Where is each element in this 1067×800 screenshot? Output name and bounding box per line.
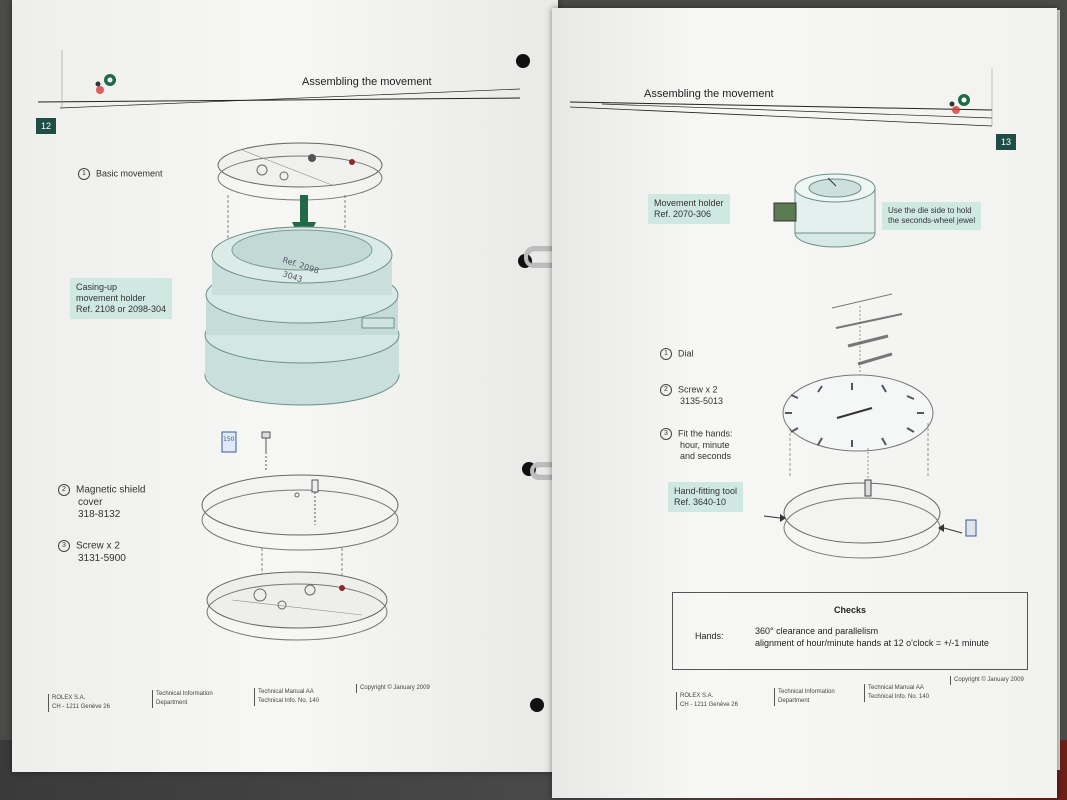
checks-line: 360° clearance and parallelism: [755, 626, 879, 636]
left-page-title: Assembling the movement: [302, 76, 432, 88]
step-line: Screw x 2: [76, 540, 120, 552]
right-page-title: Assembling the movement: [644, 88, 774, 100]
footer-line: ROLEX S.A.: [680, 693, 714, 699]
footer-copyright: Copyright © January 2009: [950, 676, 1024, 685]
left-step-3: 3 Screw x 2 3131-5900: [58, 540, 126, 565]
footer-company: ROLEX S.A. CH - 1211 Genève 26: [676, 692, 738, 710]
step-line: 3135-5013: [680, 396, 724, 406]
footer-line: Technical Manual AA: [258, 689, 314, 695]
tool-line: Hand-fitting tool: [674, 486, 738, 496]
left-page-drawings: Ref. 2098 3043 150: [37, 50, 521, 641]
footer-department: Technical Information Department: [774, 688, 835, 706]
step-line: 318-8132: [78, 508, 121, 520]
right-step-2: 2 Screw x 2 3135-5013: [660, 384, 723, 407]
binder-hole: [516, 54, 530, 68]
checks-label: Hands:: [695, 631, 724, 641]
hand-fitting-tool-label: Hand-fitting tool Ref. 3640-10: [668, 482, 744, 512]
footer-manual: Technical Manual AA Technical Info. No. …: [864, 684, 929, 702]
right-step-3: 3 Fit the hands: hour, minute and seconds: [660, 428, 733, 462]
step-line: Magnetic shield: [76, 484, 146, 496]
footer-line: Technical Info. No. 140: [868, 694, 930, 700]
footer-company: ROLEX S.A. CH - 1211 Genève 26: [48, 694, 110, 712]
step-line: hour, minute: [680, 440, 730, 450]
step-number: 3: [660, 428, 672, 440]
footer-line: Technical Information: [156, 691, 213, 697]
step-number: 2: [58, 484, 70, 496]
footer-copyright: Copyright © January 2009: [356, 684, 430, 693]
right-page: Assembling the movement 13 Movement hold…: [552, 8, 1057, 798]
checks-box: Checks Hands: 360° clearance and paralle…: [672, 592, 1028, 670]
tool-badge: 150: [223, 436, 235, 443]
footer-line: Department: [778, 698, 810, 704]
step-number: 1: [78, 168, 90, 180]
right-page-drawings: [569, 68, 993, 559]
holder-line: Ref. 2108 or 2098-304: [76, 304, 167, 314]
checks-line: alignment of hour/minute hands at 12 o'c…: [755, 638, 989, 648]
step-line: Screw x 2: [678, 384, 718, 395]
step-line: and seconds: [680, 451, 732, 461]
tool-line: Ref. 3640-10: [674, 497, 727, 507]
step-line: cover: [78, 496, 103, 508]
footer-line: Technical Information: [778, 689, 835, 695]
movement-holder-label: Movement holder Ref. 2070-306: [648, 194, 730, 224]
die-side-note: Use the die side to hold the seconds-whe…: [882, 202, 982, 230]
left-page-number: 12: [36, 118, 56, 134]
left-page: Ref. 2098 3043 150 Assembling the moveme…: [12, 0, 558, 772]
binder-hole: [530, 698, 544, 712]
step-line: 3131-5900: [78, 552, 126, 564]
footer-line: CH - 1211 Genève 26: [680, 702, 738, 708]
checks-text: 360° clearance and parallelism alignment…: [755, 625, 989, 649]
left-step-2: 2 Magnetic shield cover 318-8132: [58, 484, 145, 521]
casing-holder-label: Casing-up movement holder Ref. 2108 or 2…: [70, 278, 173, 319]
step-number: 2: [660, 384, 672, 396]
note-line: Use the die side to hold: [888, 206, 972, 215]
step-label: Basic movement: [96, 168, 163, 179]
footer-manual: Technical Manual AA Technical Info. No. …: [254, 688, 319, 706]
holder-line: Movement holder: [654, 198, 724, 208]
footer-line: Technical Manual AA: [868, 685, 924, 691]
footer-line: Technical Info. No. 140: [258, 698, 320, 704]
holder-line: Casing-up: [76, 282, 118, 292]
footer-line: Department: [156, 700, 188, 706]
note-line: the seconds-wheel jewel: [888, 216, 976, 225]
step-label: Dial: [678, 348, 694, 359]
footer-department: Technical Information Department: [152, 690, 213, 708]
holder-line: Ref. 2070-306: [654, 209, 712, 219]
checks-title: Checks: [833, 605, 867, 615]
right-step-1: 1 Dial: [660, 348, 694, 360]
step-number: 1: [660, 348, 672, 360]
step-number: 3: [58, 540, 70, 552]
holder-line: movement holder: [76, 293, 146, 303]
step-line: Fit the hands:: [678, 428, 733, 439]
right-page-number: 13: [996, 134, 1016, 150]
left-step-1: 1 Basic movement: [78, 168, 163, 180]
footer-line: ROLEX S.A.: [52, 695, 86, 701]
footer-line: CH - 1211 Genève 26: [52, 704, 110, 710]
